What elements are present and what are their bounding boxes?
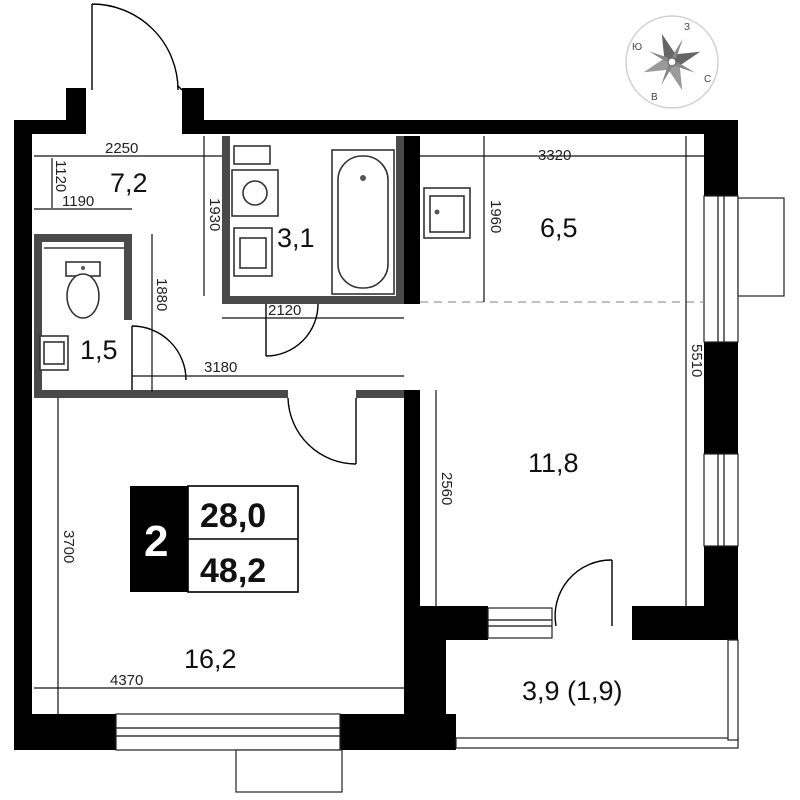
- area-corridor: 11,8: [528, 448, 579, 478]
- area-living-room: 16,2: [184, 644, 237, 674]
- dim-hall-inner: 1190: [62, 193, 94, 210]
- area-hall: 7,2: [110, 168, 148, 198]
- area-balcony: 3,9 (1,9): [522, 676, 623, 706]
- badge-room-count: 2: [144, 517, 168, 566]
- dim-hall-length: 1930: [206, 198, 223, 231]
- area-bathroom: 3,1: [277, 223, 315, 253]
- dim-toilet-length: 1880: [153, 278, 170, 311]
- dimension-labels: 2250 1120 1190 1930 1880 2120 3180 3320 …: [52, 140, 705, 689]
- dim-kitchen-depth: 1960: [487, 200, 504, 233]
- dim-bath-width: 2120: [268, 302, 301, 319]
- balcony-railing: [455, 639, 739, 749]
- dim-right-length: 5510: [688, 344, 705, 377]
- dim-corridor-width: 3180: [204, 359, 237, 376]
- dim-living-width: 4370: [110, 672, 143, 689]
- compass-east: В: [651, 92, 658, 103]
- compass-north: С: [704, 74, 711, 85]
- dim-hall-depth: 1120: [52, 160, 69, 192]
- windows: [115, 195, 785, 793]
- compass-rose-icon: [643, 33, 701, 91]
- dimension-lines: [34, 136, 704, 714]
- apartment-badge: 2 28,0 48,2: [130, 485, 299, 593]
- exterior-walls: [14, 88, 738, 750]
- dim-hall-width: 2250: [105, 140, 138, 157]
- area-toilet: 1,5: [80, 335, 118, 365]
- fixtures: [39, 145, 471, 371]
- dim-corridor-length: 2560: [438, 472, 455, 505]
- interior-walls: [34, 136, 404, 398]
- room-areas: 7,2 3,1 1,5 6,5 11,8 16,2 3,9 (1,9): [80, 168, 623, 706]
- compass-south: Ю: [632, 42, 642, 53]
- dim-kitchen-width: 3320: [538, 147, 571, 164]
- dim-living-length: 3700: [60, 530, 77, 563]
- badge-total-area: 48,2: [200, 552, 266, 590]
- interior-doors: [131, 303, 613, 627]
- area-kitchen: 6,5: [540, 213, 578, 243]
- compass: С Ю З В: [625, 15, 719, 109]
- compass-west: З: [684, 22, 690, 33]
- entrance-door: [91, 3, 183, 91]
- badge-living-area: 28,0: [200, 497, 266, 535]
